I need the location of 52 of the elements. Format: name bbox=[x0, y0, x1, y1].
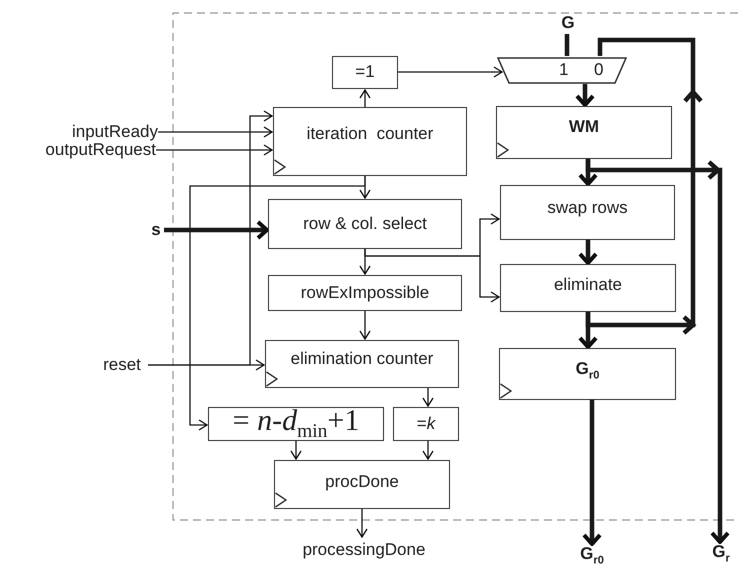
block-label: G$_{r0}$ bbox=[576, 360, 600, 382]
block-label: =1 bbox=[355, 63, 375, 82]
block-label: rowExImpossible bbox=[300, 284, 430, 302]
mux-input-label: 1 bbox=[559, 60, 568, 80]
signal-arrow bbox=[356, 509, 368, 538]
bus-arrow bbox=[575, 84, 595, 107]
signal-arrow bbox=[422, 388, 434, 407]
signal-label: processingDone bbox=[302, 540, 426, 560]
block-box bbox=[274, 460, 450, 509]
signal-label: reset bbox=[103, 356, 141, 374]
block-box bbox=[496, 106, 672, 159]
signal-label: outputRequest bbox=[45, 140, 156, 160]
signal-arrow bbox=[158, 126, 273, 138]
block-box bbox=[332, 56, 398, 89]
bus-arrow bbox=[164, 220, 269, 240]
block-box bbox=[273, 107, 467, 176]
signal-arrow bbox=[290, 441, 302, 460]
signal-arrow bbox=[148, 110, 273, 366]
signal-arrow bbox=[156, 144, 273, 156]
signal-label: inputReady bbox=[72, 122, 158, 142]
block-box bbox=[265, 340, 459, 388]
block-label: eliminate bbox=[554, 276, 622, 294]
block-box bbox=[500, 264, 676, 312]
block-label: elimination counter bbox=[290, 350, 434, 368]
bus-arrow bbox=[586, 38, 704, 336]
block-label: swap rows bbox=[547, 199, 628, 218]
block-box bbox=[499, 348, 676, 400]
block-label: WM bbox=[568, 118, 600, 137]
block-box bbox=[500, 185, 675, 240]
signal-arrow bbox=[422, 441, 434, 460]
signal-arrow bbox=[189, 176, 366, 431]
block-box bbox=[268, 199, 462, 249]
signal-arrow bbox=[359, 311, 371, 340]
block-label: iteration counter bbox=[306, 125, 434, 144]
signal-label: G$_{r0}$ bbox=[580, 545, 604, 565]
signal-label: G$_{r}$ bbox=[712, 543, 730, 565]
signal-label: G bbox=[561, 14, 575, 32]
signal-arrow bbox=[398, 66, 503, 78]
block-label: procDone bbox=[325, 473, 399, 492]
signal-arrow bbox=[359, 249, 371, 275]
signal-label: s bbox=[151, 220, 161, 240]
block-label: =k bbox=[416, 414, 436, 434]
block-box bbox=[268, 275, 462, 311]
block-label: row & col. select bbox=[303, 214, 427, 234]
bus-arrow bbox=[578, 240, 598, 265]
block-box bbox=[208, 407, 384, 441]
bus-arrow bbox=[582, 400, 602, 546]
bus-arrow bbox=[586, 156, 730, 544]
block-box bbox=[393, 407, 459, 441]
block-label: = n-d$_{min}$+1 bbox=[232, 406, 360, 442]
mux-input-label: 0 bbox=[594, 60, 604, 80]
signal-arrow bbox=[359, 89, 371, 107]
